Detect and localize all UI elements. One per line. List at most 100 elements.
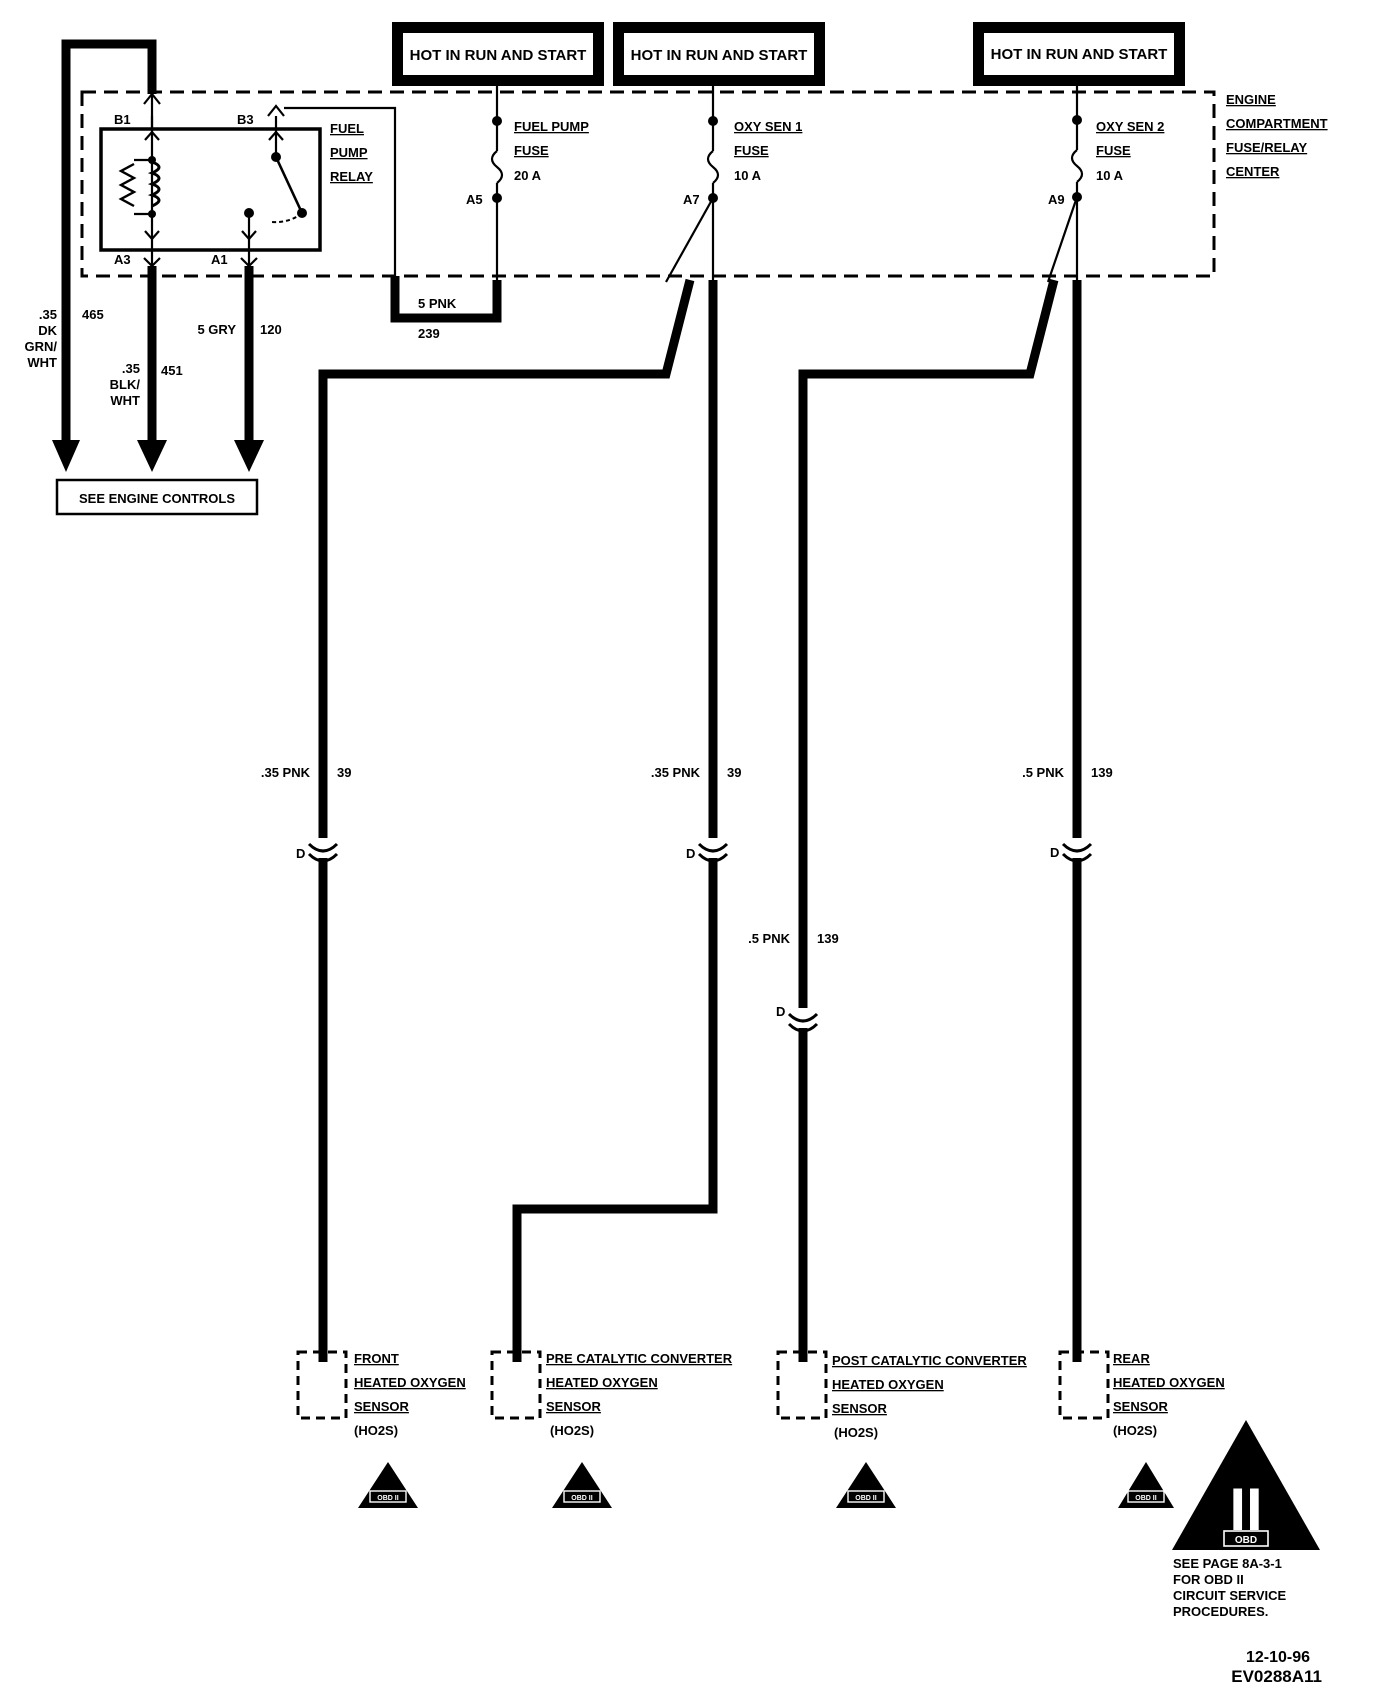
svg-text:HEATED OXYGEN: HEATED OXYGEN: [546, 1375, 658, 1390]
svg-text:POST CATALYTIC CONVERTER: POST CATALYTIC CONVERTER: [832, 1353, 1027, 1368]
svg-text:OBD II: OBD II: [377, 1495, 398, 1502]
footer-date: 12-10-96: [1246, 1649, 1310, 1666]
svg-text:HEATED OXYGEN: HEATED OXYGEN: [354, 1375, 466, 1390]
obd-mark-pre: OBD II: [552, 1462, 612, 1508]
relay-pin-b1: B1: [114, 112, 131, 127]
wire-front-circuit: 39: [337, 765, 351, 780]
svg-text:SEE ENGINE CONTROLS: SEE ENGINE CONTROLS: [79, 491, 235, 506]
svg-text:(HO2S): (HO2S): [354, 1423, 398, 1438]
power-box-label: HOT IN RUN AND START: [631, 47, 808, 64]
obd-ii-symbol: II OBD: [1172, 1420, 1320, 1550]
fuse-pin: A9: [1048, 192, 1065, 207]
svg-text:OXY SEN 2: OXY SEN 2: [1096, 119, 1164, 134]
svg-text:FUSE/RELAY: FUSE/RELAY: [1226, 140, 1307, 155]
svg-text:D: D: [296, 846, 305, 861]
obd-mark-rear: OBD II: [1118, 1462, 1174, 1508]
svg-text:REAR: REAR: [1113, 1351, 1150, 1366]
fuel-pump-relay: B1 B3 A3 A1 FUEL PUMP RELAY: [99, 92, 373, 268]
wire-rear-gauge: .5 PNK: [1022, 765, 1065, 780]
wire-rear-circuit: 139: [1091, 765, 1113, 780]
obd-mark-post: OBD II: [836, 1462, 896, 1508]
fuse-relay-center-label: ENGINE COMPARTMENT FUSE/RELAY CENTER: [1226, 92, 1328, 179]
wire-pre-gauge: .35 PNK: [651, 765, 701, 780]
svg-text:GRN/: GRN/: [25, 339, 58, 354]
svg-text:FRONT: FRONT: [354, 1351, 399, 1366]
connector-d-front: D: [296, 838, 339, 863]
fuse-pin: A7: [683, 192, 700, 207]
svg-text:HEATED OXYGEN: HEATED OXYGEN: [1113, 1375, 1225, 1390]
svg-text:II: II: [1229, 1476, 1262, 1543]
fuse-oxy-sen-1: OXY SEN 1 FUSE 10 A A7: [683, 86, 802, 207]
sensor-pre-cat-ho2s: PRE CATALYTIC CONVERTER HEATED OXYGEN SE…: [490, 1350, 733, 1438]
relay-b3-wire: [284, 106, 397, 276]
connector-d-post: D: [776, 1004, 819, 1033]
wire-front-gauge: .35 PNK: [261, 765, 311, 780]
footer-code: EV0288A11: [1231, 1667, 1322, 1686]
svg-text:(HO2S): (HO2S): [1113, 1423, 1157, 1438]
svg-text:10 A: 10 A: [1096, 168, 1124, 183]
svg-text:WHT: WHT: [27, 355, 57, 370]
svg-text:OBD II: OBD II: [571, 1495, 592, 1502]
connector-d-pre: D: [686, 838, 729, 863]
connector-d-rear: D: [1050, 838, 1093, 863]
svg-text:.35: .35: [122, 361, 140, 376]
wire-post-cat-ho2s: [798, 278, 1059, 1362]
svg-text:(HO2S): (HO2S): [550, 1423, 594, 1438]
svg-text:D: D: [1050, 845, 1059, 860]
svg-text:DK: DK: [38, 323, 57, 338]
relay-pin-b3: B3: [237, 112, 254, 127]
wire-239-circuit: 239: [418, 326, 440, 341]
svg-text:WHT: WHT: [110, 393, 140, 408]
svg-text:PRE CATALYTIC CONVERTER: PRE CATALYTIC CONVERTER: [546, 1351, 733, 1366]
svg-text:FUSE: FUSE: [514, 143, 549, 158]
svg-text:CENTER: CENTER: [1226, 164, 1280, 179]
wire-front-ho2s: [318, 278, 695, 1362]
power-box-label: HOT IN RUN AND START: [410, 47, 587, 64]
svg-text:FUSE: FUSE: [734, 143, 769, 158]
svg-text:FOR OBD II: FOR OBD II: [1173, 1572, 1244, 1587]
obd-note: SEE PAGE 8A-3-1 FOR OBD II CIRCUIT SERVI…: [1173, 1556, 1286, 1619]
svg-text:CIRCUIT SERVICE: CIRCUIT SERVICE: [1173, 1588, 1286, 1603]
wire-pre-circuit: 39: [727, 765, 741, 780]
fuse-pin: A5: [466, 192, 483, 207]
obd-mark-front: OBD II: [358, 1462, 418, 1508]
svg-text:SENSOR: SENSOR: [1113, 1399, 1169, 1414]
svg-text:10 A: 10 A: [734, 168, 762, 183]
svg-text:OBD II: OBD II: [855, 1495, 876, 1502]
wire-239: [390, 276, 502, 323]
wire-465-circuit: 465: [82, 307, 104, 322]
svg-text:SENSOR: SENSOR: [354, 1399, 410, 1414]
wire-120-gauge: 5 GRY: [197, 322, 236, 337]
svg-text:OBD: OBD: [1235, 1535, 1257, 1546]
svg-text:PROCEDURES.: PROCEDURES.: [1173, 1604, 1268, 1619]
sensor-post-cat-ho2s: POST CATALYTIC CONVERTER HEATED OXYGEN S…: [776, 1350, 1027, 1440]
wire-239-gauge: 5 PNK: [418, 296, 457, 311]
svg-text:20 A: 20 A: [514, 168, 542, 183]
power-box-3: HOT IN RUN AND START: [973, 22, 1185, 86]
fuse-fuel-pump: FUEL PUMP FUSE 20 A A5: [466, 86, 589, 284]
sensor-rear-ho2s: REAR HEATED OXYGEN SENSOR (HO2S): [1058, 1350, 1225, 1438]
svg-text:FUSE: FUSE: [1096, 143, 1131, 158]
wire-post-gauge: .5 PNK: [748, 931, 791, 946]
power-box-2: HOT IN RUN AND START: [613, 22, 825, 86]
svg-text:OXY SEN 1: OXY SEN 1: [734, 119, 802, 134]
fuse-relay-center-outline: [80, 90, 1216, 278]
sensor-front-ho2s: FRONT HEATED OXYGEN SENSOR (HO2S): [296, 1350, 466, 1438]
relay-label-1: FUEL: [330, 121, 364, 136]
wire-120-circuit: 120: [260, 322, 282, 337]
wire-465: [61, 39, 157, 440]
svg-text:HEATED OXYGEN: HEATED OXYGEN: [832, 1377, 944, 1392]
wire-pre-cat-ho2s: [512, 280, 718, 1362]
svg-text:D: D: [776, 1004, 785, 1019]
svg-text:(HO2S): (HO2S): [834, 1425, 878, 1440]
svg-text:D: D: [686, 846, 695, 861]
relay-pin-a3: A3: [114, 252, 131, 267]
svg-text:SENSOR: SENSOR: [832, 1401, 888, 1416]
svg-text:ENGINE: ENGINE: [1226, 92, 1276, 107]
svg-text:.35: .35: [39, 307, 57, 322]
see-engine-controls-box: SEE ENGINE CONTROLS: [55, 478, 259, 516]
svg-text:SENSOR: SENSOR: [546, 1399, 602, 1414]
svg-text:FUEL PUMP: FUEL PUMP: [514, 119, 589, 134]
